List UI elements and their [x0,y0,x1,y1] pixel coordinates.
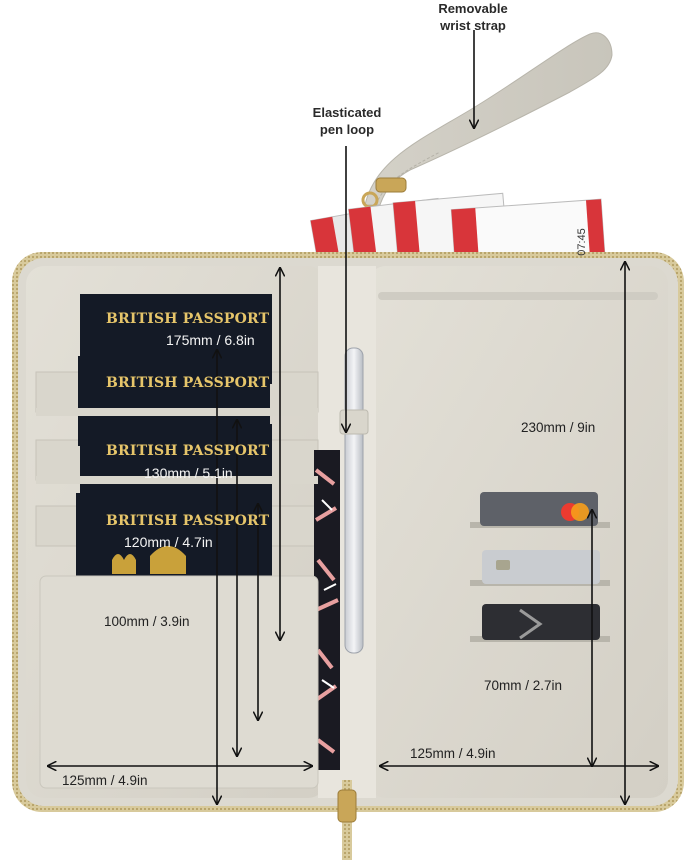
passport-dim: 175mm / 6.8in [166,332,255,348]
wrist-strap [361,32,613,209]
passport-dim: 130mm / 5.1in [144,465,233,481]
pocket-lip [36,408,318,416]
pocket-lip [36,476,318,484]
bank-card [482,550,600,584]
right-height-label: 230mm / 9in [521,420,596,435]
right-width-label: 125mm / 4.9in [410,746,496,761]
dimension-lines [48,30,658,804]
boarding-time: 07:45 [575,228,588,256]
card-area-height-label: 70mm / 2.7in [484,678,563,693]
bank-card [482,604,600,640]
wrist-strap-callout: Removable wrist strap [438,1,508,33]
passport-title: BRITISH PASSPORT [106,443,270,459]
bank-card [480,492,598,526]
passport-title: BRITISH PASSPORT [106,375,270,391]
passport-title: BRITISH PASSPORT [106,513,270,529]
passport-dim: 120mm / 4.7in [124,534,213,550]
pen-loop-callout: Elasticated pen loop [312,105,382,137]
left-pocket-height-label: 100mm / 3.9in [104,614,190,629]
right-pocket-edge [378,292,658,300]
passport-title: BRITISH PASSPORT [106,311,270,327]
front-pocket [39,575,319,789]
left-width-label: 125mm / 4.9in [62,773,148,788]
